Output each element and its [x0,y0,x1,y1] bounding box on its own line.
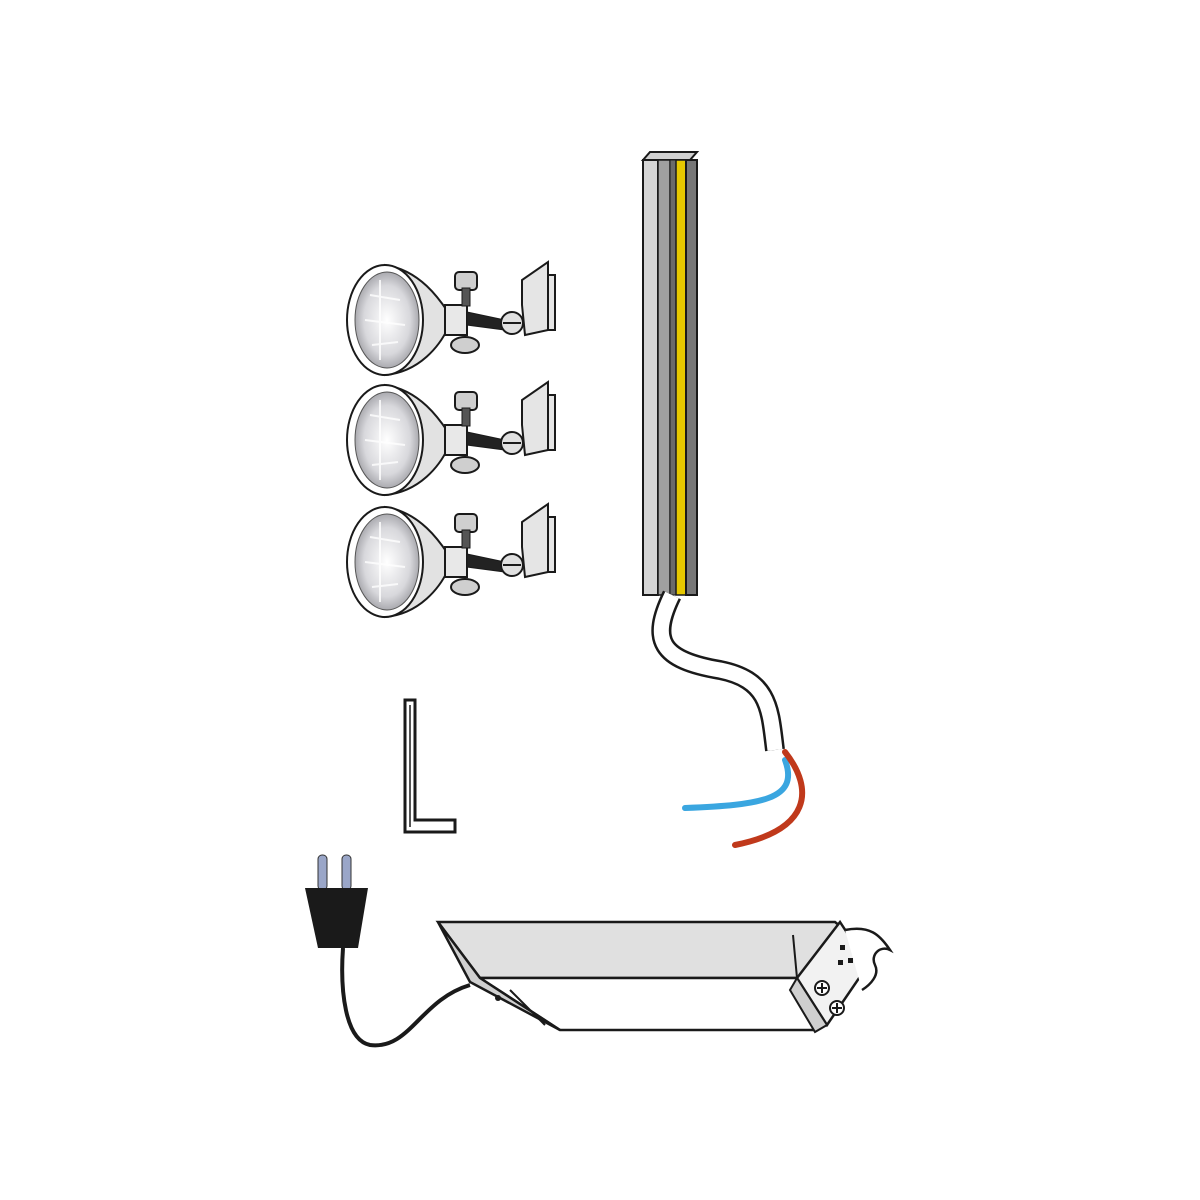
spotlight-1 [346,261,556,376]
wire-red [732,749,806,848]
spotlight-2 [346,381,556,496]
allen-key [403,698,457,834]
power-plug [305,854,471,1048]
light-rail [640,151,806,848]
power-cord [340,947,471,1048]
spotlight-3 [346,503,556,618]
transformer [435,919,894,1034]
wire-blue [682,757,792,811]
